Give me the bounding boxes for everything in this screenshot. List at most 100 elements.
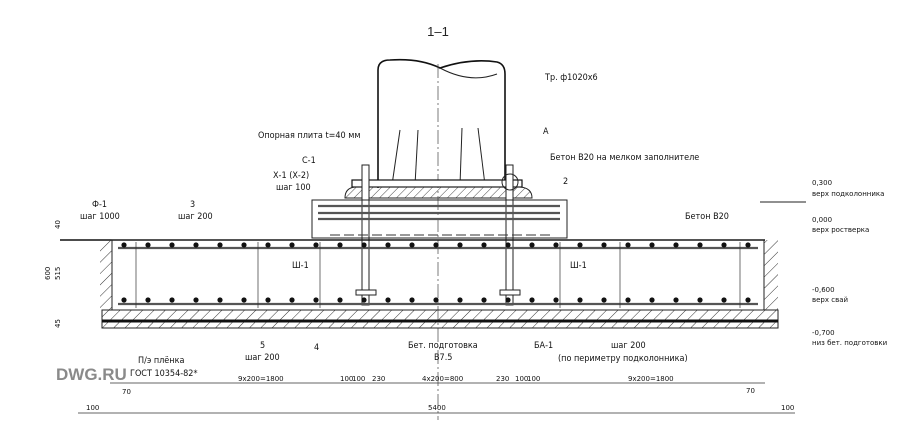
- rebar-dot: [577, 297, 583, 303]
- rebar-dot: [361, 242, 367, 248]
- level-marks: 0,300 верх подколонника 0,000 верх роств…: [760, 179, 887, 347]
- label-x1: Х-1 (Х-2): [273, 171, 309, 181]
- rebar-dot: [217, 242, 223, 248]
- label-1-step: шаг 200: [611, 341, 646, 351]
- rebar-dot: [313, 242, 319, 248]
- rebar-dot: [529, 242, 535, 248]
- rebar-dot: [385, 242, 391, 248]
- rebar-dot: [601, 242, 607, 248]
- pedestal: [311, 199, 568, 239]
- dim: 4х200=800: [422, 375, 463, 383]
- label-grout: Бетон B20 на мелком заполнителе: [550, 153, 699, 163]
- raft-foundation: [60, 239, 778, 311]
- rebar-dot: [337, 242, 343, 248]
- label-base-plate: Опорная плита t=40 мм: [258, 131, 361, 141]
- rebar-dot: [673, 242, 679, 248]
- label-1-note: (по периметру подколонника): [558, 354, 688, 364]
- dim-vert: 515: [54, 267, 62, 280]
- rebar-dot: [577, 242, 583, 248]
- rebar-dot: [481, 297, 487, 303]
- rebar-dot: [433, 297, 439, 303]
- label-f1: Ф-1: [92, 200, 107, 210]
- rebar-dot: [721, 297, 727, 303]
- dim: 230: [496, 375, 509, 383]
- base-plate: [344, 179, 533, 199]
- watermark: DWG.RU: [56, 365, 127, 384]
- rebar-dot: [481, 242, 487, 248]
- dim-right-chain: 9х200=1800: [628, 375, 674, 383]
- callouts: Тр. ф1020х6 Опорная плита t=40 мм А Бето…: [80, 73, 729, 379]
- rebar-dot: [625, 242, 631, 248]
- rebar-dot: [745, 297, 751, 303]
- rebar-dot: [169, 297, 175, 303]
- rebar-dot: [745, 242, 751, 248]
- level-value: 0,000: [812, 216, 832, 224]
- rebar-dot: [337, 297, 343, 303]
- rebar-dot: [433, 242, 439, 248]
- label-5-step: шаг 200: [245, 353, 280, 363]
- level-desc: верх подколонника: [812, 190, 884, 198]
- dim: 100: [352, 375, 365, 383]
- rebar-dot: [409, 297, 415, 303]
- rebar-dot: [121, 242, 127, 248]
- label-prep-class: В7.5: [434, 353, 452, 363]
- label-node-a: А: [543, 127, 549, 137]
- dim: 100: [527, 375, 540, 383]
- rebar-dot: [505, 297, 511, 303]
- label-4: 4: [314, 343, 319, 353]
- rebar-dot: [697, 242, 703, 248]
- rebar-dot: [193, 297, 199, 303]
- dim-vert: 40: [54, 220, 62, 229]
- dim: 100: [515, 375, 528, 383]
- rebar-dot: [289, 297, 295, 303]
- label-sh1-right: Ш-1: [570, 261, 587, 271]
- rebar-dot: [265, 297, 271, 303]
- dim-total: 5400: [428, 404, 446, 412]
- label-2: 2: [563, 177, 568, 187]
- label-x1-step: шаг 100: [276, 183, 311, 193]
- level-desc: верх ростверка: [812, 226, 869, 234]
- level-desc: низ бет. подготовки: [812, 339, 887, 347]
- level-value: 0,300: [812, 179, 832, 187]
- label-pipe: Тр. ф1020х6: [544, 73, 598, 83]
- label-film-gost: ГОСТ 10354-82*: [130, 369, 198, 379]
- rebar-dot: [553, 242, 559, 248]
- label-c1: С-1: [302, 156, 316, 166]
- rebar-dot: [529, 297, 535, 303]
- rebar-dot: [649, 297, 655, 303]
- level-value: -0,700: [812, 329, 835, 337]
- dim-offset-left: 70: [122, 388, 131, 396]
- rebar-dot: [169, 242, 175, 248]
- rebar-dot: [697, 297, 703, 303]
- dim-left-chain: 9х200=1800: [238, 375, 284, 383]
- dim-offset-right: 70: [746, 387, 755, 395]
- rebar-dot: [217, 297, 223, 303]
- rebar-dot: [505, 242, 511, 248]
- rebar-dot: [721, 242, 727, 248]
- rebar-dot: [625, 297, 631, 303]
- rebar-dot: [313, 297, 319, 303]
- rebar-dot: [145, 242, 151, 248]
- label-f1-step: шаг 1000: [80, 212, 120, 222]
- label-3: 3: [190, 200, 195, 210]
- dimensions: 9х200=1800 100 100 230 4х200=800 230 100…: [44, 220, 795, 414]
- section-title: 1–1: [427, 24, 449, 39]
- rebar-dot: [241, 242, 247, 248]
- rebar-dots: [121, 242, 751, 303]
- rebar-dot: [265, 242, 271, 248]
- dim-edge-left: 100: [86, 404, 99, 412]
- rebar-dot: [145, 297, 151, 303]
- rebar-dot: [289, 242, 295, 248]
- steel-pipe: [377, 58, 506, 420]
- rebar-dot: [649, 242, 655, 248]
- label-concrete: Бетон В20: [685, 212, 729, 222]
- rebar-dot: [457, 297, 463, 303]
- dim-vert: 45: [54, 319, 62, 328]
- level-desc: верх свай: [812, 296, 848, 304]
- rebar-dot: [193, 242, 199, 248]
- level-value: -0,600: [812, 286, 835, 294]
- rebar-dot: [553, 297, 559, 303]
- label-ba1: БА-1: [534, 341, 553, 351]
